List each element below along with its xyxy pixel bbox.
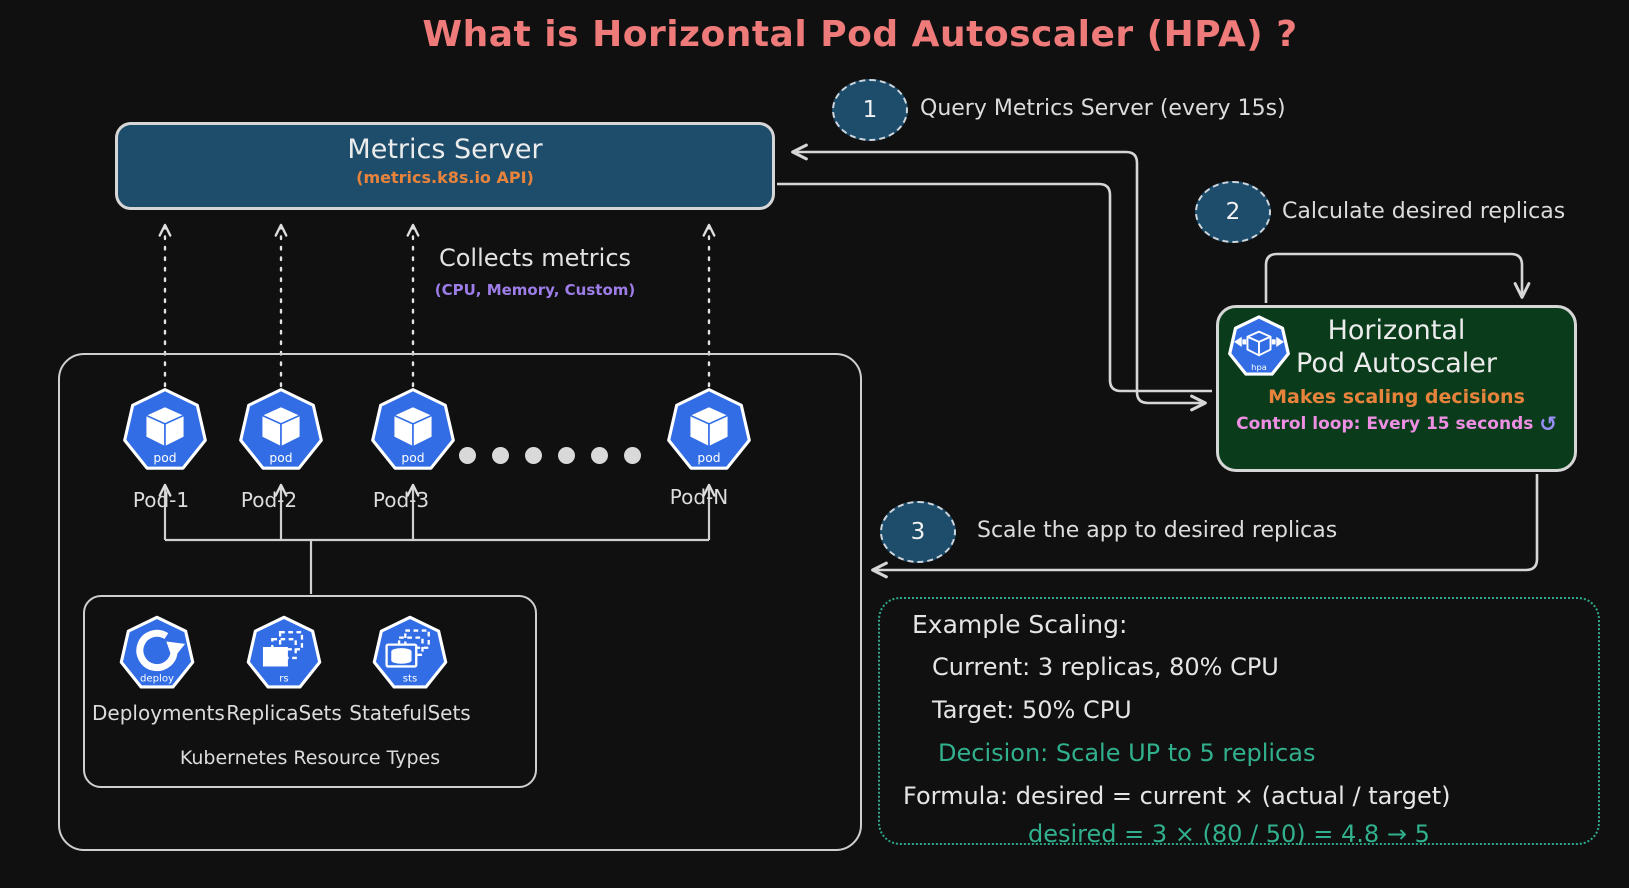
pod-icon: pod: [123, 388, 207, 470]
example-scaling-box: Example Scaling: Current: 3 replicas, 80…: [878, 597, 1600, 848]
example-title: Example Scaling:: [912, 610, 1128, 639]
metrics-server-subtitle: (metrics.k8s.io API): [356, 168, 534, 187]
step-2-badge: 2: [1195, 181, 1271, 243]
example-target: Target: 50% CPU: [932, 696, 1132, 724]
step-3-badge: 3: [880, 501, 956, 563]
resource-replicasets: rs ReplicaSets: [219, 615, 349, 725]
resource-types-box: deploy Deployments rs ReplicaSets: [83, 595, 537, 788]
svg-text:pod: pod: [269, 451, 292, 465]
ellipsis-dot: [459, 447, 476, 464]
hpa-icon: hpa: [1228, 315, 1290, 376]
step-2-label: Calculate desired replicas: [1282, 199, 1566, 224]
resource-statefulsets: sts StatefulSets: [345, 615, 475, 725]
hpa-title-line2: Pod Autoscaler: [1296, 348, 1497, 379]
step-1-number: 1: [862, 97, 878, 123]
step-2-number: 2: [1225, 199, 1241, 225]
ellipsis-dot: [525, 447, 542, 464]
svg-text:sts: sts: [403, 673, 418, 684]
svg-text:rs: rs: [279, 673, 288, 684]
hpa-box: hpa Horizontal Pod Autoscaler Makes scal…: [1216, 305, 1577, 472]
step-3-number: 3: [910, 519, 926, 545]
metrics-server-box: Metrics Server (metrics.k8s.io API): [115, 122, 775, 210]
step-3-label: Scale the app to desired replicas: [977, 518, 1338, 543]
svg-text:pod: pod: [401, 451, 424, 465]
pod-3-label: Pod-3: [372, 488, 430, 512]
example-formula: Formula: desired = current × (actual / t…: [903, 782, 1451, 810]
replicasets-label: ReplicaSets: [226, 701, 342, 725]
metrics-server-title: Metrics Server: [347, 134, 543, 165]
hpa-control-loop: Control loop: Every 15 seconds ↺: [1219, 412, 1574, 436]
scale-arrow: [871, 474, 1539, 579]
collects-metrics-label: Collects metrics: [438, 244, 632, 272]
collects-metrics-sublabel: (CPU, Memory, Custom): [434, 281, 636, 299]
hpa-subtitle: Makes scaling decisions: [1268, 386, 1525, 408]
step-1-badge: 1: [832, 79, 908, 141]
pod-icon: pod: [371, 388, 455, 470]
svg-text:deploy: deploy: [140, 673, 174, 684]
ellipsis-dot: [492, 447, 509, 464]
hpa-title-line1: Horizontal: [1327, 315, 1466, 346]
pod-icon: pod: [667, 388, 751, 470]
resource-deployments: deploy Deployments: [92, 615, 225, 725]
hpa-control-loop-text: Control loop: Every 15 seconds: [1236, 414, 1534, 434]
pod-2-label: Pod-2: [240, 488, 298, 512]
deployments-label: Deployments: [92, 701, 225, 725]
page-title: What is Horizontal Pod Autoscaler (HPA) …: [422, 14, 1298, 55]
pods-container-box: [58, 353, 862, 851]
deployment-icon: deploy: [119, 615, 195, 689]
example-decision: Decision: Scale UP to 5 replicas: [938, 739, 1316, 767]
svg-text:pod: pod: [153, 451, 176, 465]
pod-1-label: Pod-1: [132, 488, 190, 512]
example-calculation: desired = 3 × (80 / 50) = 4.8 → 5: [1028, 820, 1430, 848]
resource-types-caption: Kubernetes Resource Types: [179, 747, 441, 769]
statefulset-icon: sts: [372, 615, 448, 689]
statefulsets-label: StatefulSets: [349, 701, 471, 725]
ellipsis-dot: [624, 447, 641, 464]
ellipsis-dot: [558, 447, 575, 464]
ellipsis-dot: [591, 447, 608, 464]
step-1-label: Query Metrics Server (every 15s): [920, 96, 1286, 121]
pod-icon: pod: [239, 388, 323, 470]
example-current: Current: 3 replicas, 80% CPU: [932, 653, 1279, 681]
svg-text:hpa: hpa: [1251, 362, 1267, 372]
calculate-loop-arrow: [1264, 252, 1531, 303]
svg-text:pod: pod: [697, 451, 720, 465]
refresh-icon: ↺: [1539, 412, 1557, 436]
replicaset-icon: rs: [246, 615, 322, 689]
resource-to-pods-connector: [158, 483, 716, 594]
pod-n-label: Pod-N: [669, 485, 729, 509]
metrics-response-line: [777, 182, 1212, 393]
query-metrics-arrow: [791, 143, 1207, 412]
